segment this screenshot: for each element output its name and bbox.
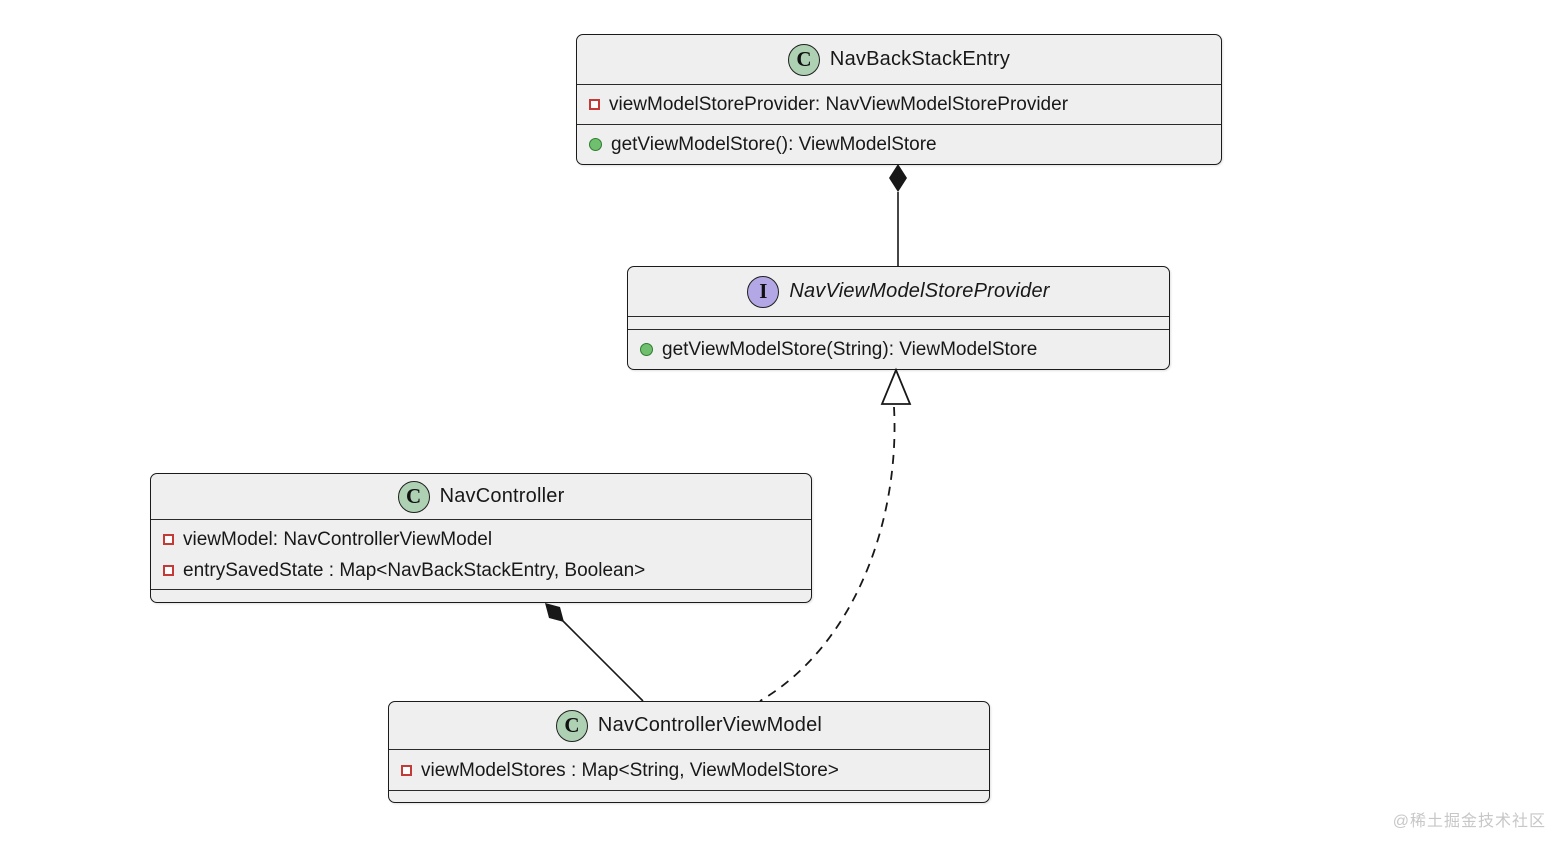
field-text: viewModel: NavControllerViewModel — [183, 528, 493, 550]
private-field-icon — [589, 99, 600, 110]
field-text: entrySavedState : Map<NavBackStackEntry,… — [183, 559, 646, 581]
field-row: entrySavedState : Map<NavBackStackEntry,… — [163, 555, 799, 586]
class-badge-icon: C — [787, 43, 820, 76]
interface-box-navviewmodelstoreprovider: I NavViewModelStoreProvider getViewModel… — [627, 266, 1170, 370]
interface-title: NavViewModelStoreProvider — [789, 280, 1050, 302]
interface-badge-icon: I — [747, 275, 780, 308]
empty-fields-compartment — [628, 316, 1169, 329]
private-field-icon — [163, 564, 174, 576]
class-header: C NavControllerViewModel — [389, 702, 989, 749]
method-row: getViewModelStore(): ViewModelStore — [589, 129, 1209, 160]
private-field-icon — [401, 764, 412, 776]
field-row: viewModel: NavControllerViewModel — [163, 524, 799, 555]
composition-link-navbackstackentry — [889, 164, 907, 266]
method-row: getViewModelStore(String): ViewModelStor… — [640, 334, 1157, 365]
field-row: viewModelStores : Map<String, ViewModelS… — [401, 755, 977, 786]
empty-methods-compartment — [151, 589, 811, 602]
methods-compartment: getViewModelStore(): ViewModelStore — [577, 124, 1221, 164]
class-badge-icon: C — [397, 480, 430, 513]
composition-link-navcontroller — [545, 603, 644, 702]
field-text: viewModelStoreProvider: NavViewModelStor… — [609, 94, 1069, 115]
hollow-triangle-icon — [880, 367, 912, 405]
class-header: C NavController — [151, 474, 811, 519]
public-method-icon — [640, 343, 653, 356]
class-box-navcontroller: C NavController viewModel: NavController… — [150, 473, 812, 603]
public-method-icon — [589, 138, 602, 151]
interface-header: I NavViewModelStoreProvider — [628, 267, 1169, 316]
methods-compartment: getViewModelStore(String): ViewModelStor… — [628, 329, 1169, 369]
fields-compartment: viewModel: NavControllerViewModel entryS… — [151, 519, 811, 589]
class-badge-icon: C — [555, 709, 588, 742]
fields-compartment: viewModelStoreProvider: NavViewModelStor… — [577, 84, 1221, 124]
class-title: NavController — [439, 485, 565, 507]
field-text: viewModelStores : Map<String, ViewModelS… — [421, 759, 839, 781]
private-field-icon — [163, 533, 174, 545]
method-text: getViewModelStore(String): ViewModelStor… — [662, 339, 1038, 360]
empty-methods-compartment — [389, 790, 989, 802]
class-title: NavControllerViewModel — [597, 714, 823, 736]
class-header: C NavBackStackEntry — [577, 35, 1221, 84]
class-box-navbackstackentry: C NavBackStackEntry viewModelStoreProvid… — [576, 34, 1222, 165]
filled-diamond-icon — [545, 603, 564, 622]
watermark-text: @稀土掘金技术社区 — [1392, 813, 1546, 830]
method-text: getViewModelStore(): ViewModelStore — [611, 134, 937, 155]
fields-compartment: viewModelStores : Map<String, ViewModelS… — [389, 749, 989, 790]
filled-diamond-icon — [889, 164, 907, 192]
composition-line — [561, 619, 644, 702]
field-row: viewModelStoreProvider: NavViewModelStor… — [589, 89, 1209, 120]
class-box-navcontrollerviewmodel: C NavControllerViewModel viewModelStores… — [388, 701, 990, 803]
class-title: NavBackStackEntry — [829, 48, 1011, 70]
